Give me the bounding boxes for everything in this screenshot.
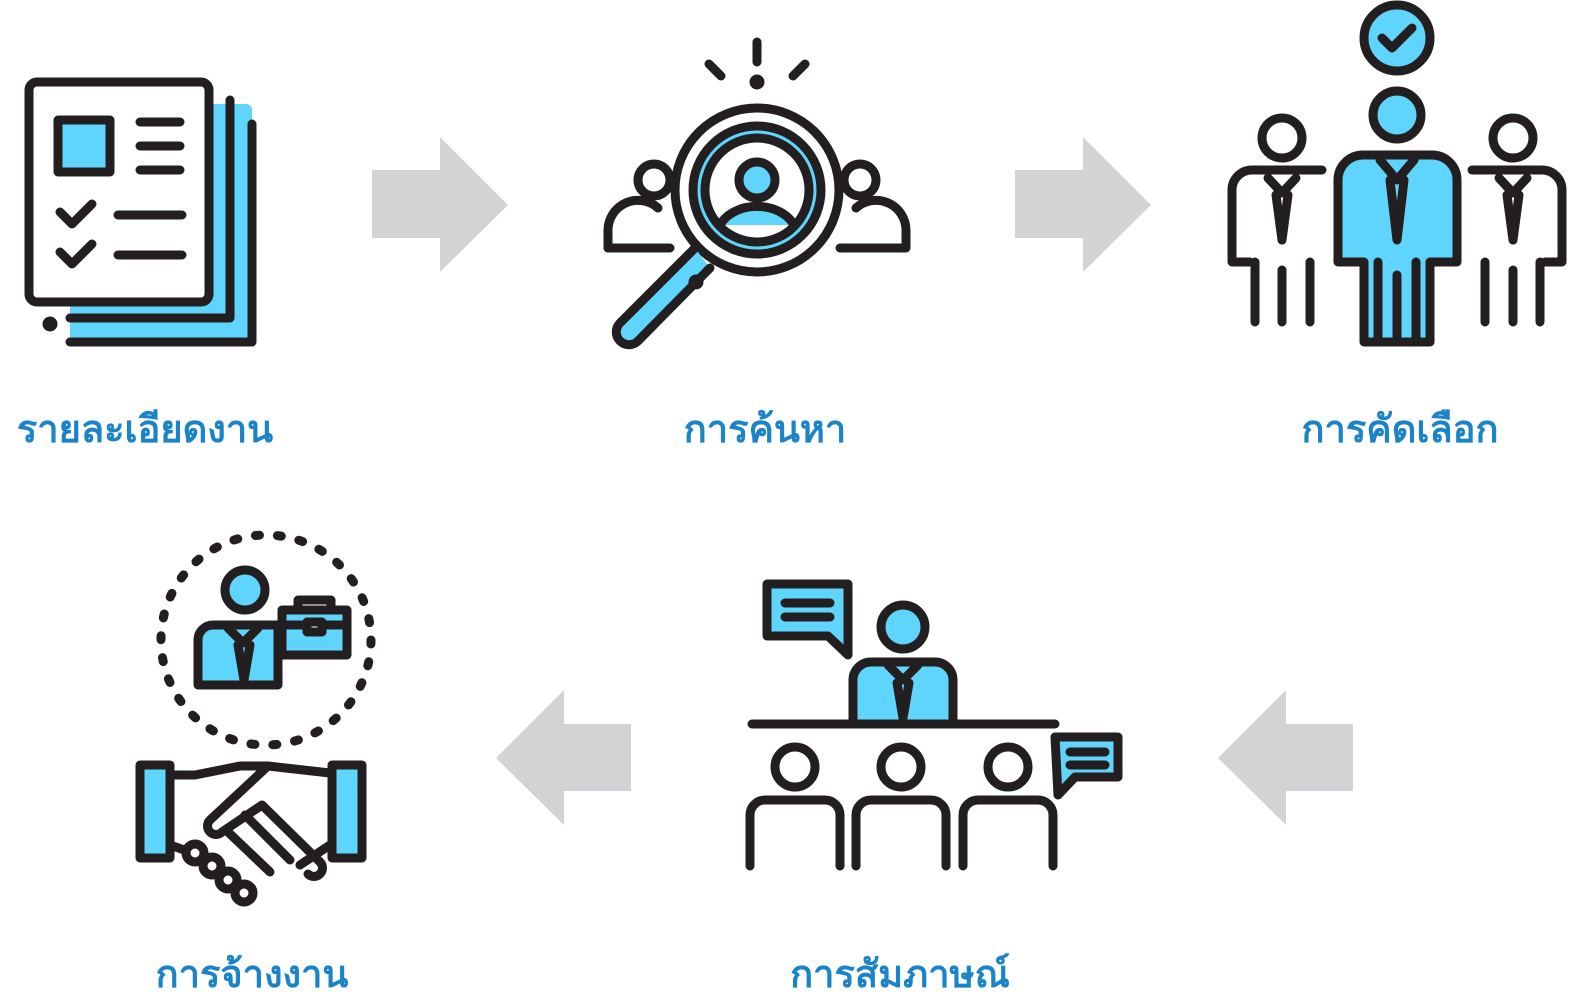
step-label-interview: การสัมภาษณ์ bbox=[790, 952, 1010, 996]
search-candidates-magnifier-icon bbox=[603, 37, 911, 350]
step-label-selection: การคัดเลือก bbox=[1301, 407, 1499, 451]
handshake-hire-icon bbox=[135, 530, 376, 907]
step-label-search: การค้นหา bbox=[683, 407, 847, 451]
arrow-left-2 bbox=[496, 690, 631, 825]
job-description-document-icon bbox=[24, 77, 257, 347]
step-label-job-description: รายละเอียดงาน bbox=[16, 407, 274, 451]
selection-people-icon bbox=[1227, 0, 1567, 347]
arrow-left-1 bbox=[1218, 690, 1353, 825]
arrow-right-2 bbox=[1015, 137, 1151, 272]
step-label-hire: การจ้างงาน bbox=[155, 952, 349, 996]
interview-panel-icon bbox=[745, 579, 1123, 871]
arrow-right-1 bbox=[372, 137, 508, 272]
